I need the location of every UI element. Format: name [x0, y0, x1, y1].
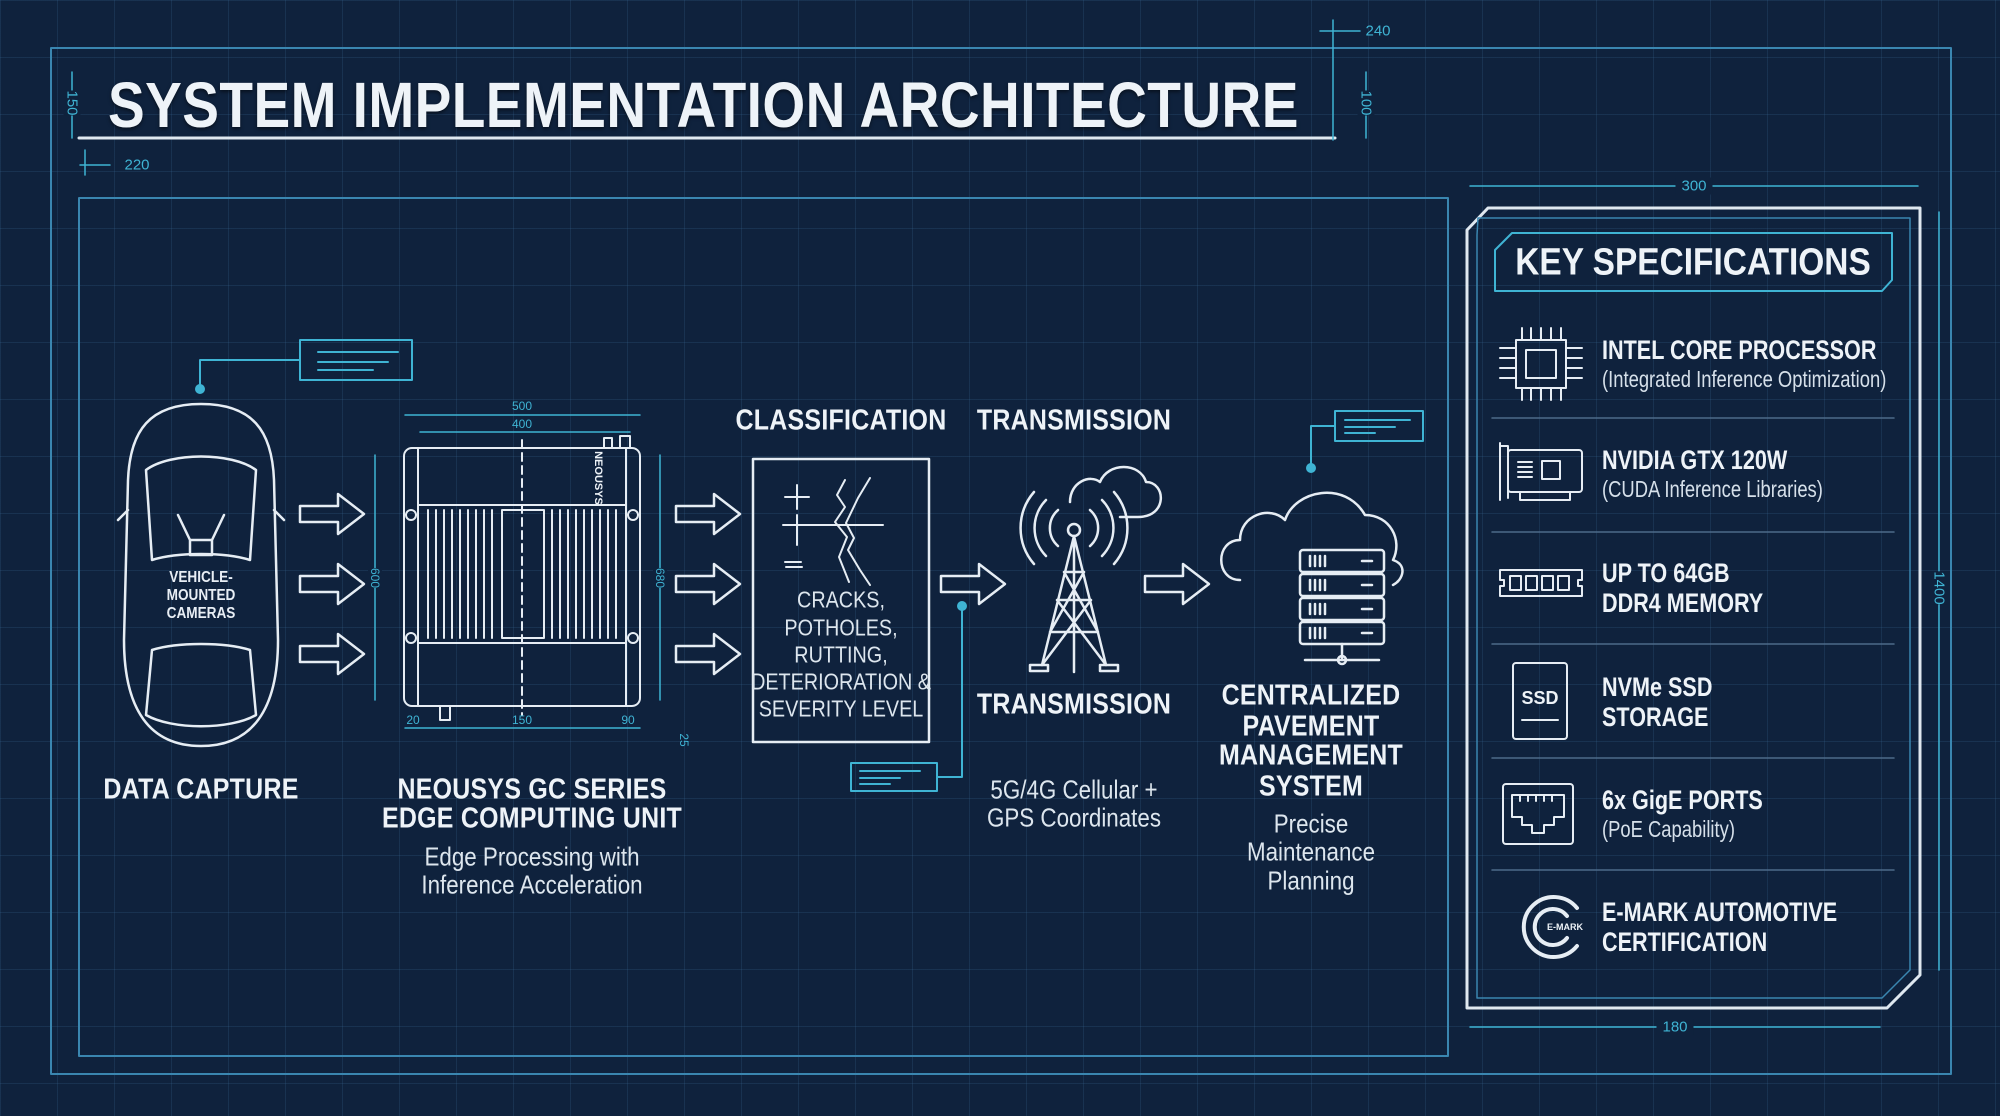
spec-main: UP TO 64GB: [1602, 558, 1730, 588]
edge-computing-unit-drawing: [403, 435, 641, 721]
crack-icon: [782, 477, 884, 586]
classification-line-5: SEVERITY LEVEL: [758, 695, 924, 722]
central-title-line-2: PAVEMENT: [1242, 710, 1380, 743]
spec-main: E-MARK AUTOMOTIVE: [1602, 897, 1838, 927]
spec-detail: CERTIFICATION: [1602, 927, 1768, 957]
gpu-card-icon: [1499, 442, 1583, 501]
central-sub-line-2: Maintenance: [1246, 836, 1376, 867]
transmission-title-top: TRANSMISSION: [976, 404, 1172, 437]
transmission-sub-line-2: GPS Coordinates: [986, 802, 1162, 833]
central-title-line-3: MANAGEMENT: [1218, 739, 1404, 772]
car-label-line-2: MOUNTED: [166, 587, 236, 604]
cpu-icon: [1499, 327, 1583, 401]
spec-main: NVIDIA GTX 120W: [1602, 445, 1788, 475]
central-sub-line-1: Precise: [1273, 808, 1349, 839]
spec-main: NVMe SSD: [1602, 672, 1713, 702]
spec-main: 6x GigE PORTS: [1602, 785, 1763, 815]
classification-line-1: CRACKS,: [797, 586, 885, 613]
svg-text:SSD: SSD: [1521, 688, 1558, 708]
edge-title-line-1: NEOUSYS GC SERIES: [397, 773, 667, 806]
cell-tower-icon: [1019, 465, 1162, 674]
main-panel-frame: [78, 197, 1449, 1057]
dim-edge-inner-width: 400: [511, 417, 533, 431]
transmission-sub-line-1: 5G/4G Cellular +: [990, 774, 1158, 805]
spec-item-cpu: INTEL CORE PROCESSOR (Integrated Inferen…: [1602, 335, 1886, 393]
svg-text:E-MARK: E-MARK: [1547, 922, 1583, 932]
page-title: SYSTEM IMPLEMENTATION ARCHITECTURE: [108, 69, 1299, 141]
dim-edge-height-right: 680: [653, 567, 667, 589]
spec-item-gpu: NVIDIA GTX 120W (CUDA Inference Librarie…: [1602, 445, 1823, 503]
spec-dividers: [1491, 417, 1895, 871]
flow-arrows: [298, 492, 1211, 676]
dim-edge-bottom-left: 20: [406, 713, 420, 727]
spec-panel-frame: [1465, 206, 1922, 1010]
dim-title-height-left: 150: [63, 90, 81, 116]
classification-line-2: POTHOLES,: [784, 614, 898, 641]
dim-spec-width-bottom: 180: [1656, 1018, 1694, 1036]
spec-main: INTEL CORE PROCESSOR: [1602, 335, 1877, 365]
edge-sub-line-2: Inference Acceleration: [421, 869, 643, 900]
cloud-server-icon: [1220, 491, 1404, 666]
data-capture-label: DATA CAPTURE: [103, 773, 299, 806]
spec-detail: DDR4 MEMORY: [1602, 588, 1764, 618]
classification-title: CLASSIFICATION: [735, 404, 947, 437]
dim-title-right: 240: [1365, 22, 1391, 40]
classification-callout: [850, 601, 967, 792]
car-top-view-icon: [116, 402, 286, 748]
classification-line-4: DETERIORATION &: [751, 668, 931, 695]
edge-sub-line-1: Edge Processing with: [424, 841, 640, 872]
spec-detail: (CUDA Inference Libraries): [1602, 476, 1823, 502]
spec-detail: (PoE Capability): [1602, 816, 1735, 842]
dim-edge-bottom-right: 90: [621, 713, 635, 727]
dim-edge-bottom-mid: 150: [511, 713, 533, 727]
spec-detail: STORAGE: [1602, 702, 1709, 732]
transmission-title-bottom: TRANSMISSION: [976, 688, 1172, 721]
outer-frame: [50, 47, 1952, 1075]
spec-detail: (Integrated Inference Optimization): [1602, 366, 1887, 392]
dim-edge-side-small: 25: [677, 733, 691, 747]
dim-edge-outer-width: 500: [511, 399, 533, 413]
ethernet-port-icon: [1502, 783, 1574, 845]
spec-title-box: [1494, 232, 1893, 292]
central-title-line-4: SYSTEM: [1258, 770, 1364, 803]
car-label-line-3: CAMERAS: [166, 605, 236, 622]
dim-edge-height-left: 600: [368, 567, 382, 589]
car-label-line-1: VEHICLE-: [169, 569, 233, 586]
edge-title-line-2: EDGE COMPUTING UNIT: [381, 802, 683, 835]
cloud-callout: [1306, 410, 1424, 473]
ssd-icon: SSD: [1512, 662, 1568, 740]
dim-spec-height: 1400: [1930, 571, 1948, 605]
ram-icon: [1499, 569, 1583, 597]
dim-title-left: 220: [124, 156, 150, 174]
edge-brand-label: NEOUSYS: [592, 451, 604, 505]
classification-box: [751, 457, 931, 744]
spec-item-storage: NVMe SSD STORAGE: [1602, 672, 1712, 732]
dim-spec-width-top: 300: [1675, 177, 1713, 195]
spec-item-memory: UP TO 64GB DDR4 MEMORY: [1602, 558, 1763, 618]
dim-title-height-right: 100: [1357, 90, 1375, 116]
central-sub-line-3: Planning: [1267, 865, 1355, 896]
spec-item-certification: E-MARK AUTOMOTIVE CERTIFICATION: [1602, 897, 1837, 957]
spec-item-ports: 6x GigE PORTS (PoE Capability): [1602, 785, 1763, 843]
classification-line-3: RUTTING,: [794, 641, 888, 668]
camera-callout: [195, 339, 413, 394]
central-title-line-1: CENTRALIZED: [1221, 679, 1401, 712]
spec-panel-title: KEY SPECIFICATIONS: [1515, 241, 1871, 284]
emark-icon: E-MARK: [1521, 895, 1583, 959]
